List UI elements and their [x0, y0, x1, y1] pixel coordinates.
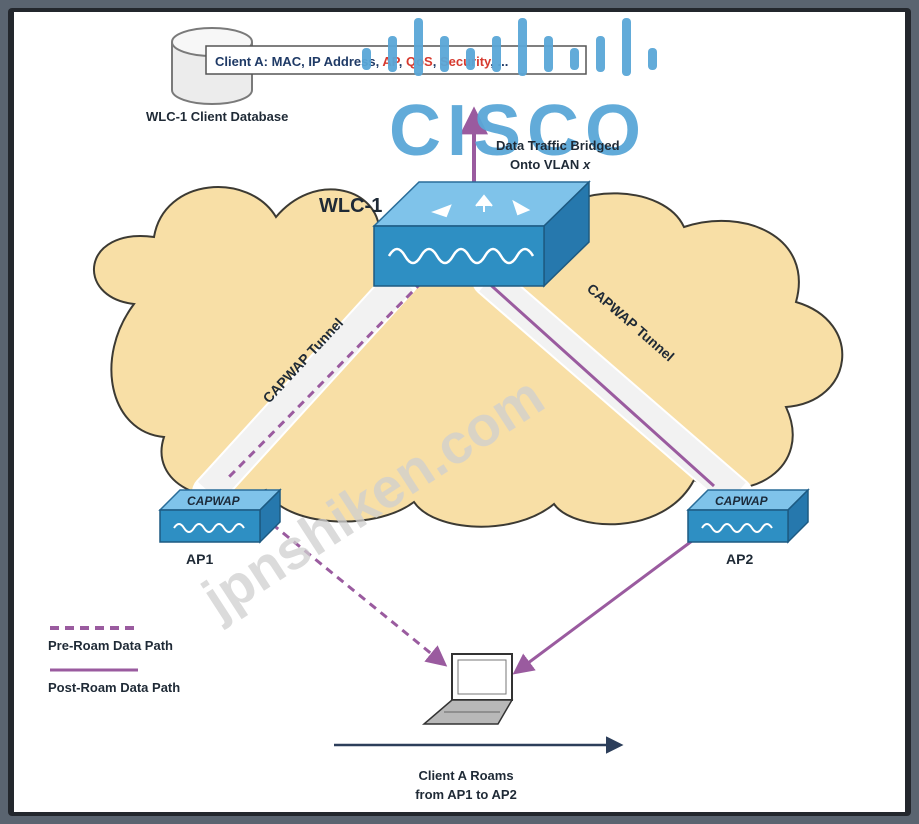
ap1-badge: CAPWAP — [187, 494, 241, 508]
cisco-wordmark: CISCO — [389, 91, 647, 171]
ap2-badge: CAPWAP — [715, 494, 769, 508]
ap2-device: CAPWAP — [686, 488, 810, 544]
roam-line2: from AP1 to AP2 — [415, 787, 517, 802]
wlc-device — [372, 180, 591, 288]
client-sep-2: , — [433, 54, 440, 69]
diagram-canvas: Client A: MAC, IP Address, AP, QoS, Secu… — [14, 12, 905, 812]
ap2-tunnel — [472, 263, 753, 511]
client-field-security: Security — [440, 54, 492, 69]
database-label: WLC-1 Client Database — [146, 109, 288, 124]
legend-post-label: Post-Roam Data Path — [48, 680, 180, 695]
traffic-label-line1: Data Traffic Bridged — [496, 138, 620, 153]
ap1-device: CAPWAP — [158, 488, 282, 544]
traffic-vlan-prefix: Onto VLAN — [510, 157, 583, 172]
legend-pre-label: Pre-Roam Data Path — [48, 638, 173, 653]
laptop-icon — [421, 653, 514, 725]
ap1-name: AP1 — [186, 551, 213, 567]
legend: Pre-Roam Data Path Post-Roam Data Path — [48, 626, 180, 695]
client-fields: MAC, IP Address, — [272, 54, 383, 69]
ap1-tunnel — [192, 263, 419, 509]
client-sep-1: , — [399, 54, 406, 69]
wlc-name: WLC-1 — [319, 195, 382, 217]
pre-roam-path — [224, 280, 448, 667]
diagram-svg: Client A: MAC, IP Address, AP, QoS, Secu… — [48, 18, 844, 802]
cisco-logo: CISCO — [362, 18, 657, 171]
client-entry-text: Client A: MAC, IP Address, AP, QoS, Secu… — [215, 54, 508, 69]
traffic-vlan-x: x — [582, 157, 591, 172]
roam-line1: Client A Roams — [418, 768, 513, 783]
client-prefix: Client A: — [215, 54, 272, 69]
ap2-name: AP2 — [726, 551, 753, 567]
traffic-label-line2: Onto VLAN x — [510, 157, 591, 172]
